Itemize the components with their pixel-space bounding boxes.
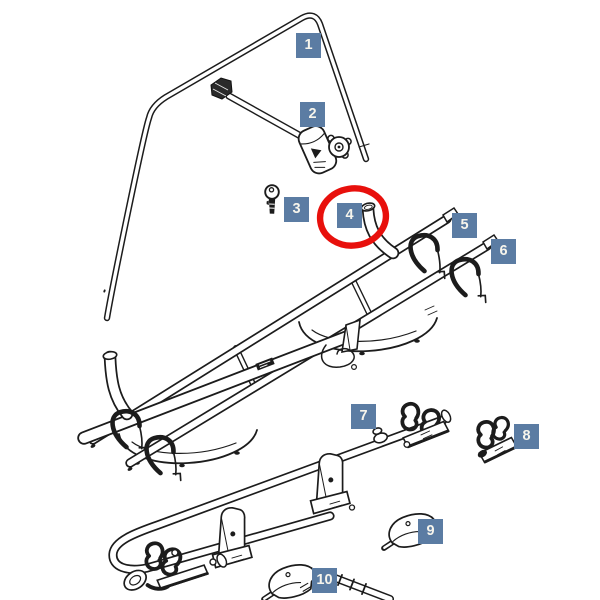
part-3-key-drawing — [264, 184, 280, 214]
upper-rack-drawing — [77, 202, 500, 489]
part-callout-4-highlighted: 4 — [337, 203, 362, 228]
part-8-clamp-drawing — [473, 415, 518, 464]
part-callout-2: 2 — [300, 102, 325, 127]
lower-rack-drawing — [108, 401, 452, 600]
part-callout-6: 6 — [491, 239, 516, 264]
part-callout-3: 3 — [284, 197, 309, 222]
part-callout-1: 1 — [296, 33, 321, 58]
part-2-tension-bar-drawing — [210, 77, 352, 175]
part-1-frame-drawing — [103, 12, 370, 322]
part-callout-5: 5 — [452, 213, 477, 238]
highlight-ellipse-part-4 — [316, 185, 390, 249]
part-callout-10: 10 — [312, 568, 337, 593]
part-4-tube-drawing — [360, 202, 400, 260]
part-callout-8: 8 — [514, 424, 539, 449]
part-callout-7: 7 — [351, 404, 376, 429]
part-callout-9: 9 — [418, 519, 443, 544]
part-10-clip-drawing — [259, 562, 318, 600]
